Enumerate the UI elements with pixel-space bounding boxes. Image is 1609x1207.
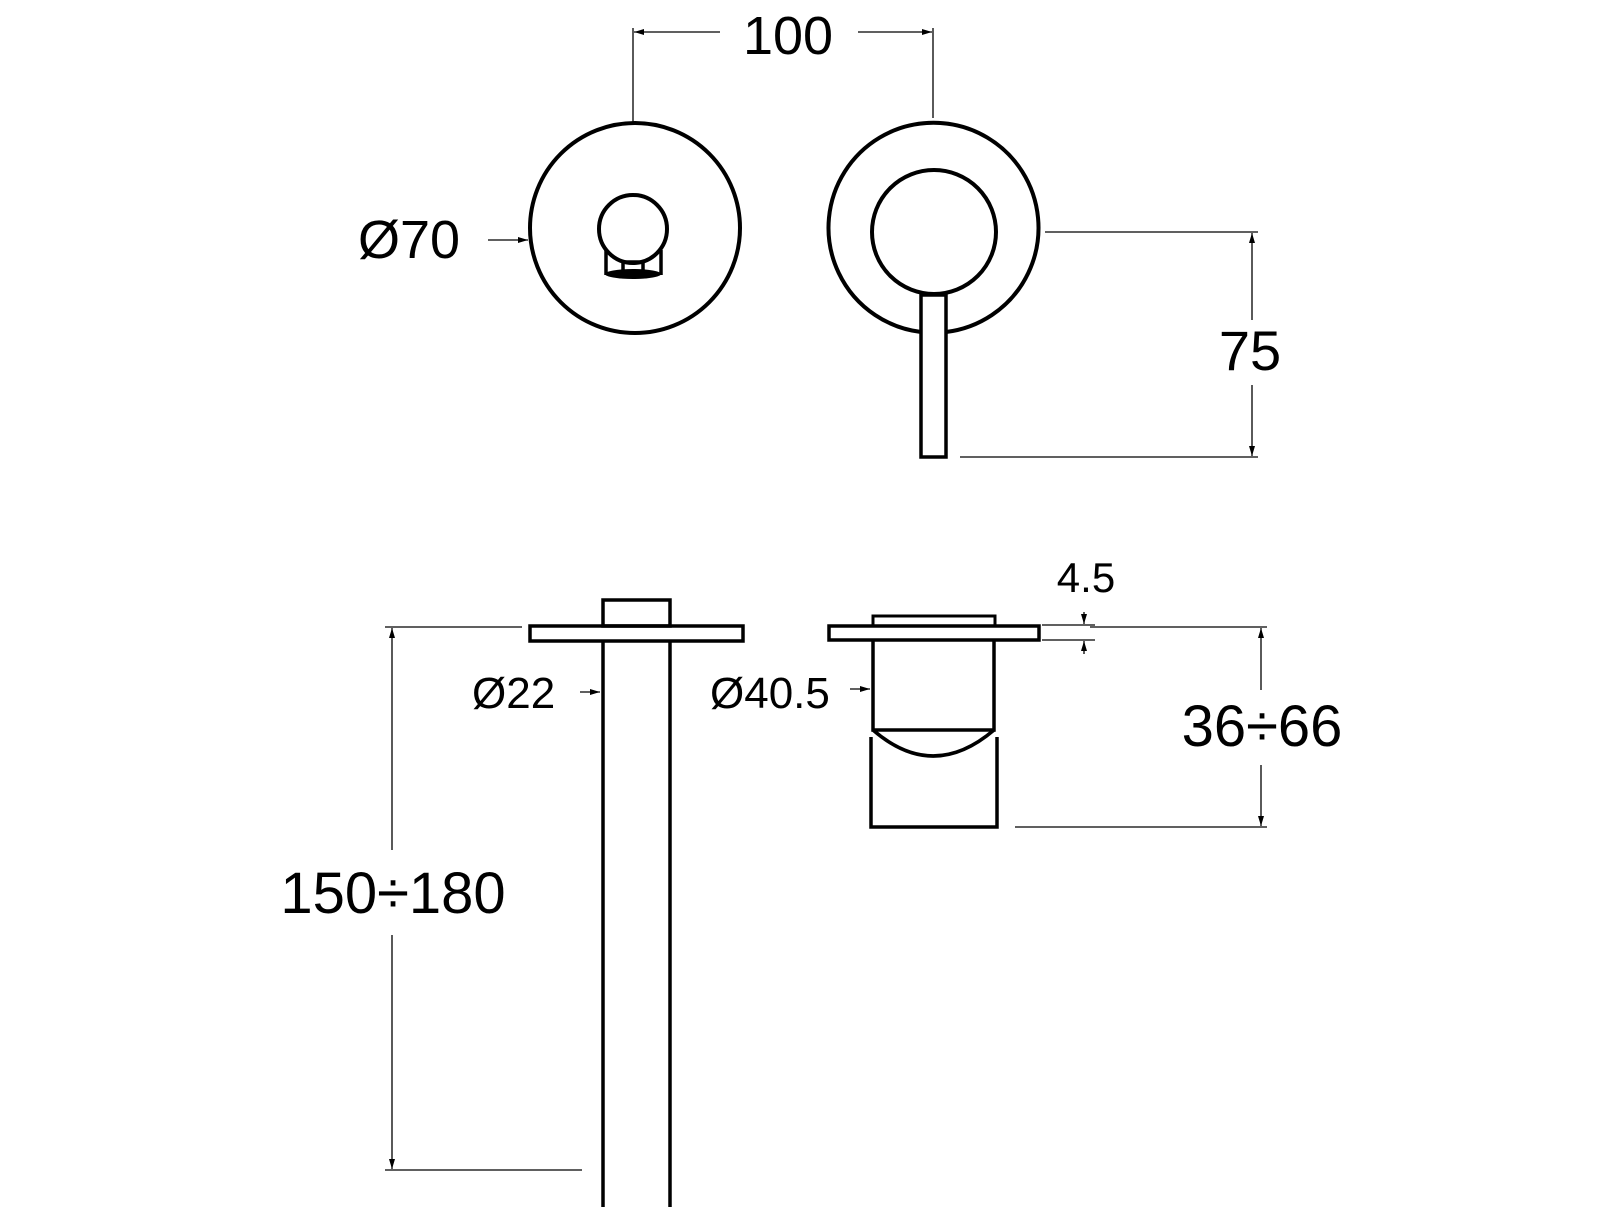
dimension-label-body-diameter: Ø40.5 xyxy=(710,669,830,718)
dimension-flange-thickness: 4.5 xyxy=(1042,554,1115,654)
dimension-body-depth: 36÷66 xyxy=(1015,626,1343,828)
dimension-spout-length: 150÷180 xyxy=(280,626,582,1171)
dimension-label-spout-diameter: Ø22 xyxy=(472,669,555,718)
dimension-lever-height: 75 xyxy=(960,231,1281,458)
dimension-label-flange-thickness: 4.5 xyxy=(1057,554,1115,601)
dimension-label-body-depth: 36÷66 xyxy=(1182,694,1343,759)
dimension-label-spacing: 100 xyxy=(743,6,833,66)
side-view-spout xyxy=(528,598,745,1207)
dimension-spacing: 100 xyxy=(632,6,934,122)
dimension-label-lever-height: 75 xyxy=(1219,319,1281,382)
dimension-label-plate-diameter: Ø70 xyxy=(358,210,460,270)
side-view-mixer-body xyxy=(827,614,1041,829)
front-view-mixer xyxy=(826,120,1041,459)
front-view-diverter xyxy=(528,121,742,335)
dimension-body-diameter: Ø40.5 xyxy=(710,669,870,718)
dimension-spout-diameter: Ø22 xyxy=(472,669,600,718)
dimension-label-spout-length: 150÷180 xyxy=(280,861,505,926)
dimension-plate-diameter: Ø70 xyxy=(358,210,528,270)
